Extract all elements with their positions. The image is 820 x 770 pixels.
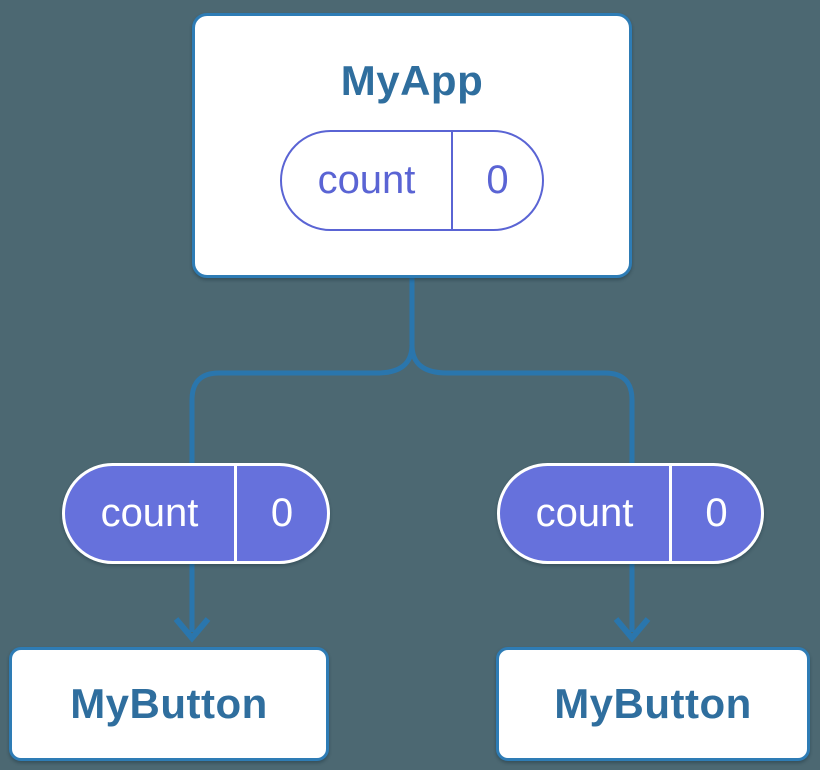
connector-group	[173, 278, 651, 643]
component-box-mybutton-right: MyButton	[496, 647, 810, 761]
state-name-label: count	[100, 491, 199, 535]
component-box-mybutton-left: MyButton	[9, 647, 329, 761]
connector-parent-to-left-child	[189, 278, 415, 632]
connector-parent-to-right-child	[409, 278, 635, 632]
arrowhead-right-icon	[613, 617, 651, 643]
state-pill-divider	[234, 466, 237, 561]
component-title-mybutton: MyButton	[554, 679, 752, 727]
state-name-label: count	[535, 491, 634, 535]
state-name-label: count	[317, 158, 416, 202]
state-pill-left-child: count 0	[62, 463, 330, 564]
component-title-mybutton: MyButton	[70, 679, 268, 727]
state-pill-myapp: count 0	[280, 130, 544, 231]
arrowhead-left-icon	[173, 617, 211, 643]
component-title-myapp: MyApp	[340, 57, 484, 104]
state-pill-divider	[451, 132, 453, 229]
state-value-label: 0	[705, 491, 728, 535]
state-value-label: 0	[270, 491, 294, 535]
state-pill-right-child: count 0	[497, 463, 764, 564]
state-value-label: 0	[486, 158, 509, 202]
state-pill-divider	[669, 466, 672, 561]
